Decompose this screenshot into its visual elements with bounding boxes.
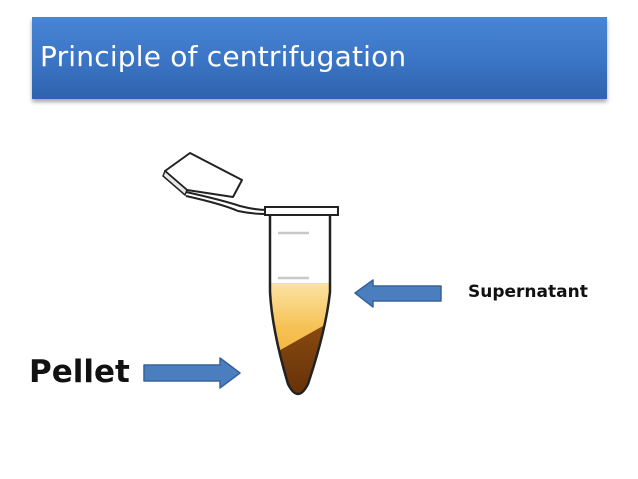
- tube-rim: [264, 206, 339, 216]
- slide-title: Principle of centrifugation: [40, 40, 407, 73]
- arrow-right-icon: [143, 357, 241, 389]
- pellet-label: Pellet: [29, 354, 130, 390]
- title-bar: Principle of centrifugation: [32, 17, 607, 99]
- tube-body: [268, 215, 332, 396]
- supernatant-label: Supernatant: [468, 282, 588, 302]
- arrow-left-icon: [354, 279, 442, 308]
- tube-lid: [162, 152, 269, 215]
